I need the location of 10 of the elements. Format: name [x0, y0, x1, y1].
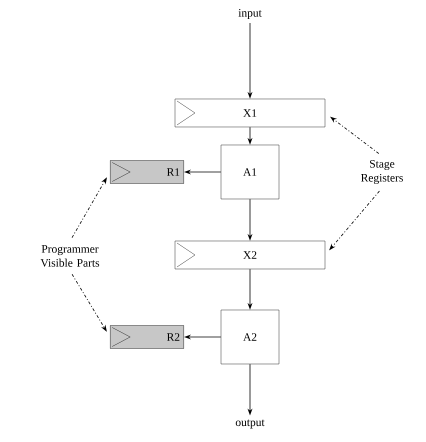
register-box: R1: [110, 160, 184, 184]
callout-text: Programmer Visible Parts: [40, 245, 100, 267]
callout-text: Stage Registers: [361, 160, 403, 184]
register-box: R2: [110, 325, 184, 349]
register-box: X1: [174, 98, 326, 128]
stage-box: A1: [220, 144, 280, 200]
output-label: output: [236, 420, 265, 428]
stage-box: A2: [220, 310, 280, 364]
input-label: input: [238, 8, 262, 19]
register-box: X2: [174, 240, 326, 270]
